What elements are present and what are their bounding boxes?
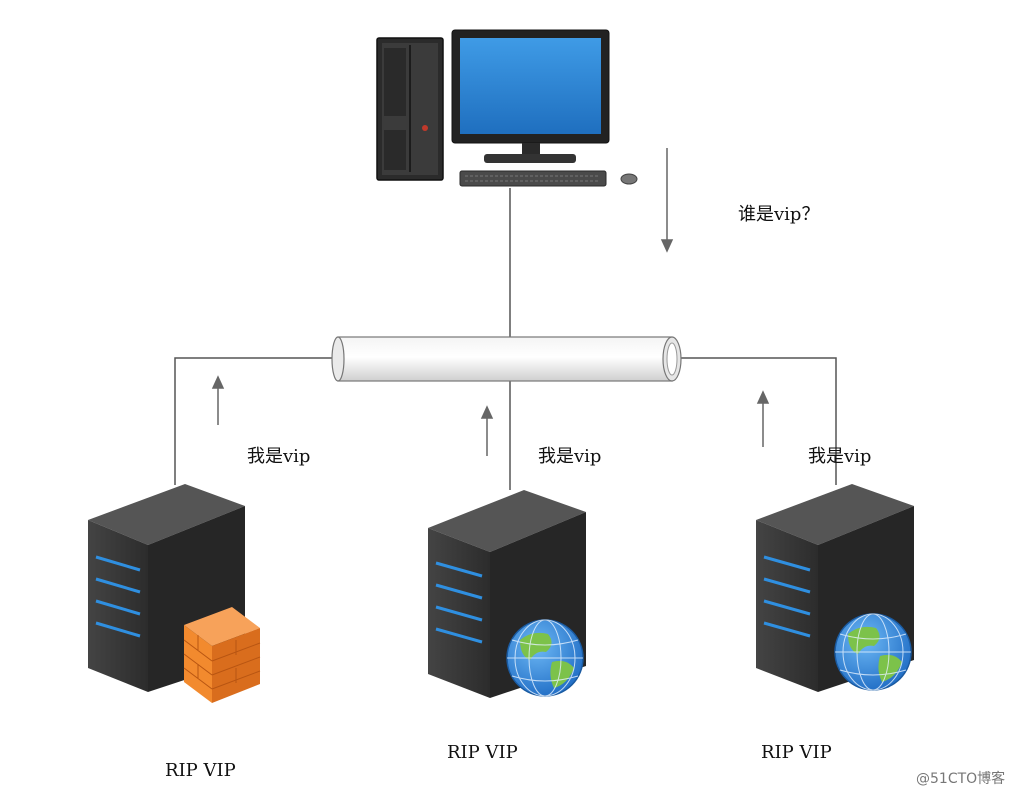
- monitor-icon: [451, 29, 610, 163]
- bus-to-left-server-line: [174, 357, 338, 485]
- server-label-right: RIP VIP: [761, 742, 832, 763]
- server-globe-icon: [756, 484, 914, 692]
- network-pipe-icon: [331, 336, 682, 382]
- arrow-up-icon: [756, 390, 770, 447]
- reply-label-left: 我是vip: [247, 446, 311, 467]
- firewall-icon: [183, 607, 261, 703]
- mouse-icon: [620, 173, 638, 185]
- desktop-computer-icon: [376, 29, 638, 187]
- bus-to-right-server-line: [680, 357, 837, 485]
- connection-lines: [174, 188, 837, 490]
- pc-tower-icon: [376, 37, 444, 181]
- arrow-up-icon: [211, 375, 225, 425]
- arrows: [211, 148, 770, 456]
- server-label-center: RIP VIP: [447, 742, 518, 763]
- server-label-left: RIP VIP: [165, 760, 236, 781]
- keyboard-icon: [459, 170, 607, 187]
- arrow-up-icon: [480, 405, 494, 456]
- reply-label-center: 我是vip: [538, 446, 602, 467]
- watermark: @51CTO博客: [916, 771, 1006, 787]
- reply-label-right: 我是vip: [808, 446, 872, 467]
- arrow-down-icon: [660, 148, 674, 253]
- client-query-label: 谁是vip？: [738, 204, 820, 225]
- server-firewall-icon: [88, 484, 261, 703]
- server-globe-icon: [428, 490, 586, 698]
- globe-icon: [506, 619, 584, 697]
- globe-icon: [834, 613, 912, 691]
